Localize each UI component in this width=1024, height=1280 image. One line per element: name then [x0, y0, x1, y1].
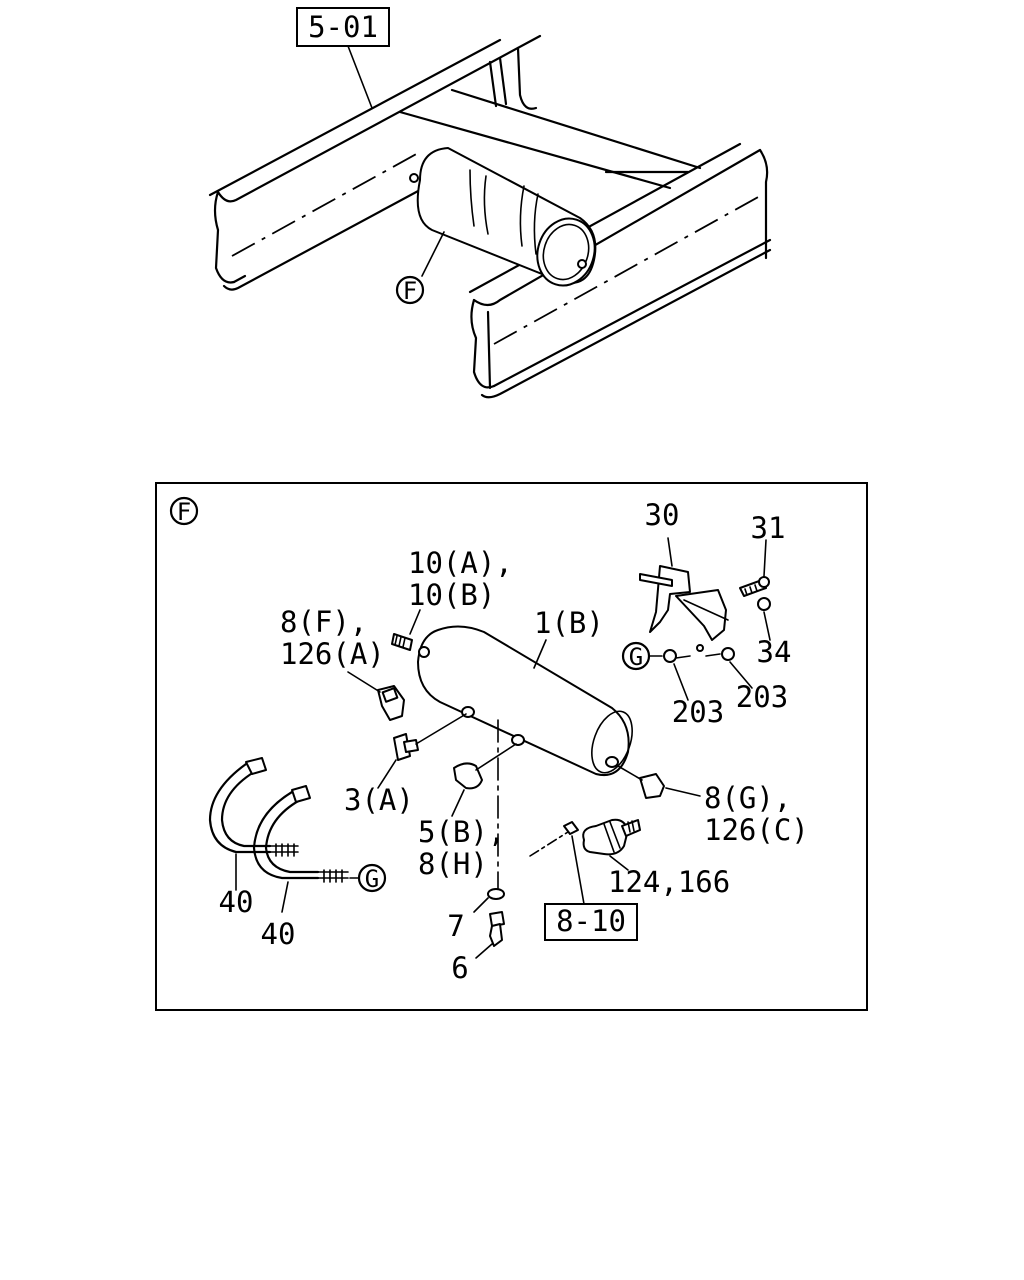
- air-tank-overview: [409, 147, 597, 287]
- drain-cock-6: [475, 911, 505, 959]
- label-10-line2: 10(B): [408, 578, 495, 612]
- label-8f-line2: 126(A): [280, 637, 385, 671]
- overview-callout-f: F: [395, 275, 425, 305]
- label-40-a: 40: [219, 885, 254, 919]
- nut-34: [757, 597, 771, 641]
- ref-box-5-01: 5-01: [296, 7, 390, 109]
- label-30: 30: [645, 498, 680, 532]
- label-8g-line1: 8(G),: [704, 781, 791, 815]
- hose-40-b: [252, 785, 349, 913]
- bracket-30: [639, 537, 729, 652]
- label-124-166: 124,166: [608, 865, 730, 899]
- label-6: 6: [451, 951, 468, 985]
- detail-callout-g-bottom: G: [349, 863, 387, 893]
- pressure-switch-124: [582, 818, 641, 871]
- elbow-5b: [451, 743, 517, 817]
- label-10-line1: 10(A),: [408, 546, 513, 580]
- leader-1b: [533, 639, 547, 669]
- washer-7: [473, 888, 505, 913]
- svg-text:G: G: [365, 865, 379, 893]
- overview-drawing: F 5-01: [208, 7, 772, 399]
- hose-40-a: [208, 757, 299, 891]
- nuts-203: [663, 647, 753, 701]
- label-1b: 1(B): [534, 606, 604, 640]
- label-8g-line2: 126(C): [704, 813, 809, 847]
- detail-callout-f: F: [169, 496, 199, 526]
- detail-callout-g-top: G: [621, 641, 663, 671]
- air-tank-1b: [417, 625, 633, 776]
- svg-text:F: F: [177, 498, 191, 526]
- label-7: 7: [447, 909, 464, 943]
- label-5b-line2: 8(H): [418, 847, 488, 881]
- label-203-left: 203: [672, 695, 724, 729]
- label-40-b: 40: [261, 917, 296, 951]
- connector-8-10: [529, 821, 585, 905]
- label-5b-line1: 5(B),: [418, 815, 505, 849]
- bolt-31: [739, 539, 770, 597]
- label-8f-line1: 8(F),: [280, 605, 367, 639]
- overview-leader-f: [421, 231, 445, 277]
- elbow-8g: [617, 765, 701, 799]
- label-203-right: 203: [736, 680, 788, 714]
- ref-box-8-10: 8-10: [544, 903, 638, 941]
- svg-text:5-01: 5-01: [308, 10, 378, 44]
- label-31: 31: [751, 511, 786, 545]
- elbow-8f: [347, 671, 405, 721]
- frame-rail-left: [208, 34, 542, 291]
- label-34: 34: [757, 635, 792, 669]
- detail-frame: [155, 482, 868, 1011]
- label-3a: 3(A): [344, 783, 414, 817]
- svg-text:F: F: [403, 277, 417, 305]
- svg-text:8-10: 8-10: [556, 904, 626, 938]
- frame-rail-right: [468, 142, 772, 399]
- svg-text:G: G: [629, 643, 643, 671]
- cross-member: [398, 56, 702, 190]
- plug-10: [391, 609, 421, 651]
- tee-3a: [377, 713, 467, 789]
